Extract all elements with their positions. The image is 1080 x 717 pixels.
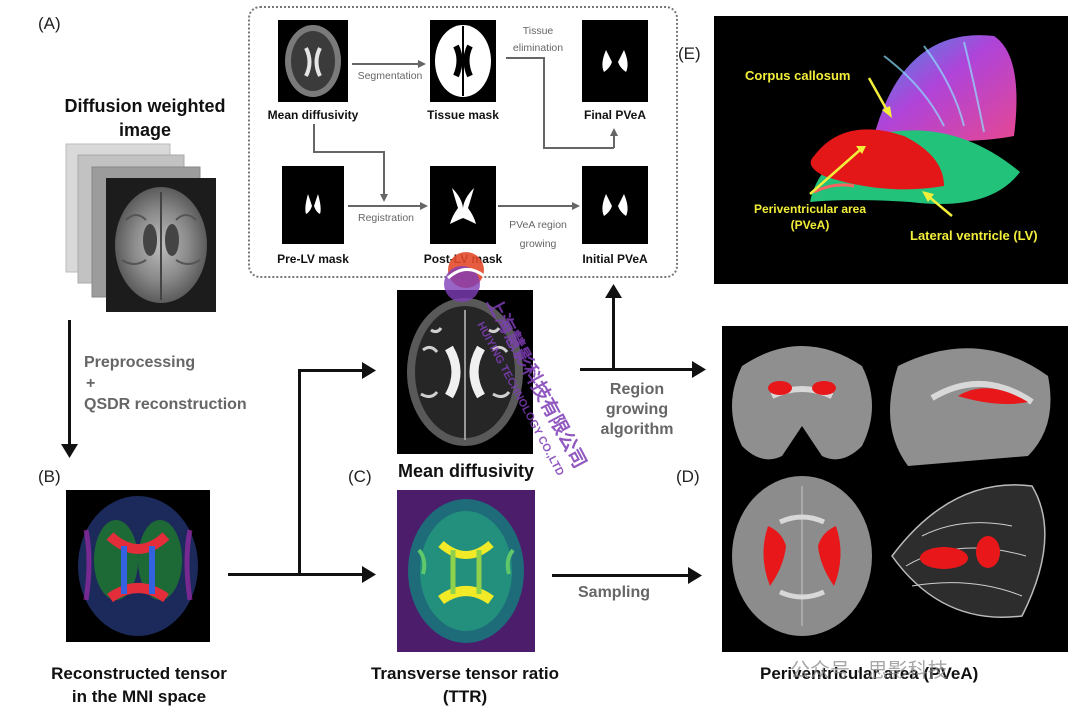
- arrow-sampling-head-icon: [688, 567, 702, 584]
- panel-label-a: (A): [38, 14, 61, 33]
- tensor-caption: Reconstructed tensor in the MNI space: [51, 664, 227, 706]
- arrow-to-md-head-icon: [362, 362, 376, 379]
- final-pvea-thumb: [582, 20, 648, 102]
- region-growing-step-label: PVeA region growing: [509, 219, 567, 250]
- pre-lv-mask-thumb: [282, 166, 344, 244]
- pipeline-tissue-mask-label: Tissue mask: [427, 108, 499, 122]
- arrow-tensor-to-ttr-line: [228, 573, 364, 576]
- panel-label-b: (B): [38, 467, 61, 486]
- mean-diffusivity-thumb: [278, 20, 348, 102]
- arrow-to-ttr-head-icon: [362, 566, 376, 583]
- registration-label: Registration: [357, 212, 415, 224]
- dwi-title: Diffusion weighted image: [64, 96, 226, 140]
- region-growing-label: Region growing algorithm: [600, 381, 674, 438]
- ttr-caption: Transverse tensor ratio (TTR): [370, 664, 560, 706]
- dwi-stack-image: [65, 143, 216, 312]
- mean-diffusivity-image: [397, 290, 533, 454]
- pipeline-md-label: Mean diffusivity: [267, 108, 359, 122]
- arrow-sampling-line: [552, 574, 692, 577]
- post-lv-mask-thumb: [430, 166, 496, 244]
- panel-label-d: (D): [676, 467, 700, 486]
- panel-label-c: (C): [348, 467, 372, 486]
- arrow-branch-vertical: [298, 369, 301, 575]
- panel-label-e: (E): [678, 44, 701, 63]
- arrow-down-line: [68, 320, 71, 448]
- md-caption: Mean diffusivity: [397, 461, 535, 481]
- arrow-branch-to-md-line: [298, 369, 364, 372]
- segmentation-label: Segmentation: [357, 70, 423, 82]
- initial-pvea-thumb: [582, 166, 648, 244]
- pipeline-final-pvea-label: Final PVeA: [583, 108, 647, 122]
- company-logo-icon: [444, 252, 485, 302]
- tissue-elimination-label: Tissue elimination: [512, 25, 564, 54]
- preprocessing-label: Preprocessing + QSDR reconstruction: [84, 354, 247, 413]
- pvea-caption: Periventricular area (PVeA): [760, 664, 979, 683]
- pvea-e-label: Periventricular area (PVeA): [753, 202, 867, 232]
- arrow-down-head-icon: [61, 444, 78, 458]
- ttr-image: [397, 490, 535, 652]
- pipeline-connectors: [313, 57, 618, 210]
- pipeline-initial-pvea-label: Initial PVeA: [582, 252, 648, 266]
- corpus-callosum-label: Corpus callosum: [745, 68, 851, 83]
- lateral-ventricle-label: Lateral ventricle (LV): [910, 228, 1038, 243]
- arrow-region-growing-line: [580, 368, 696, 371]
- pvea-renders-image: [722, 326, 1068, 652]
- tensor-image: [66, 490, 210, 642]
- tissue-mask-thumb: [430, 20, 496, 102]
- arrow-up-line: [612, 296, 615, 370]
- tractography-image: [714, 16, 1068, 284]
- sampling-label: Sampling: [578, 584, 651, 601]
- arrow-up-head-icon: [605, 284, 622, 298]
- arrow-right-head-icon: [692, 361, 706, 378]
- pipeline-pre-lv-label: Pre-LV mask: [277, 252, 349, 266]
- watermark-account: 公众号 · 思影科技: [790, 660, 948, 682]
